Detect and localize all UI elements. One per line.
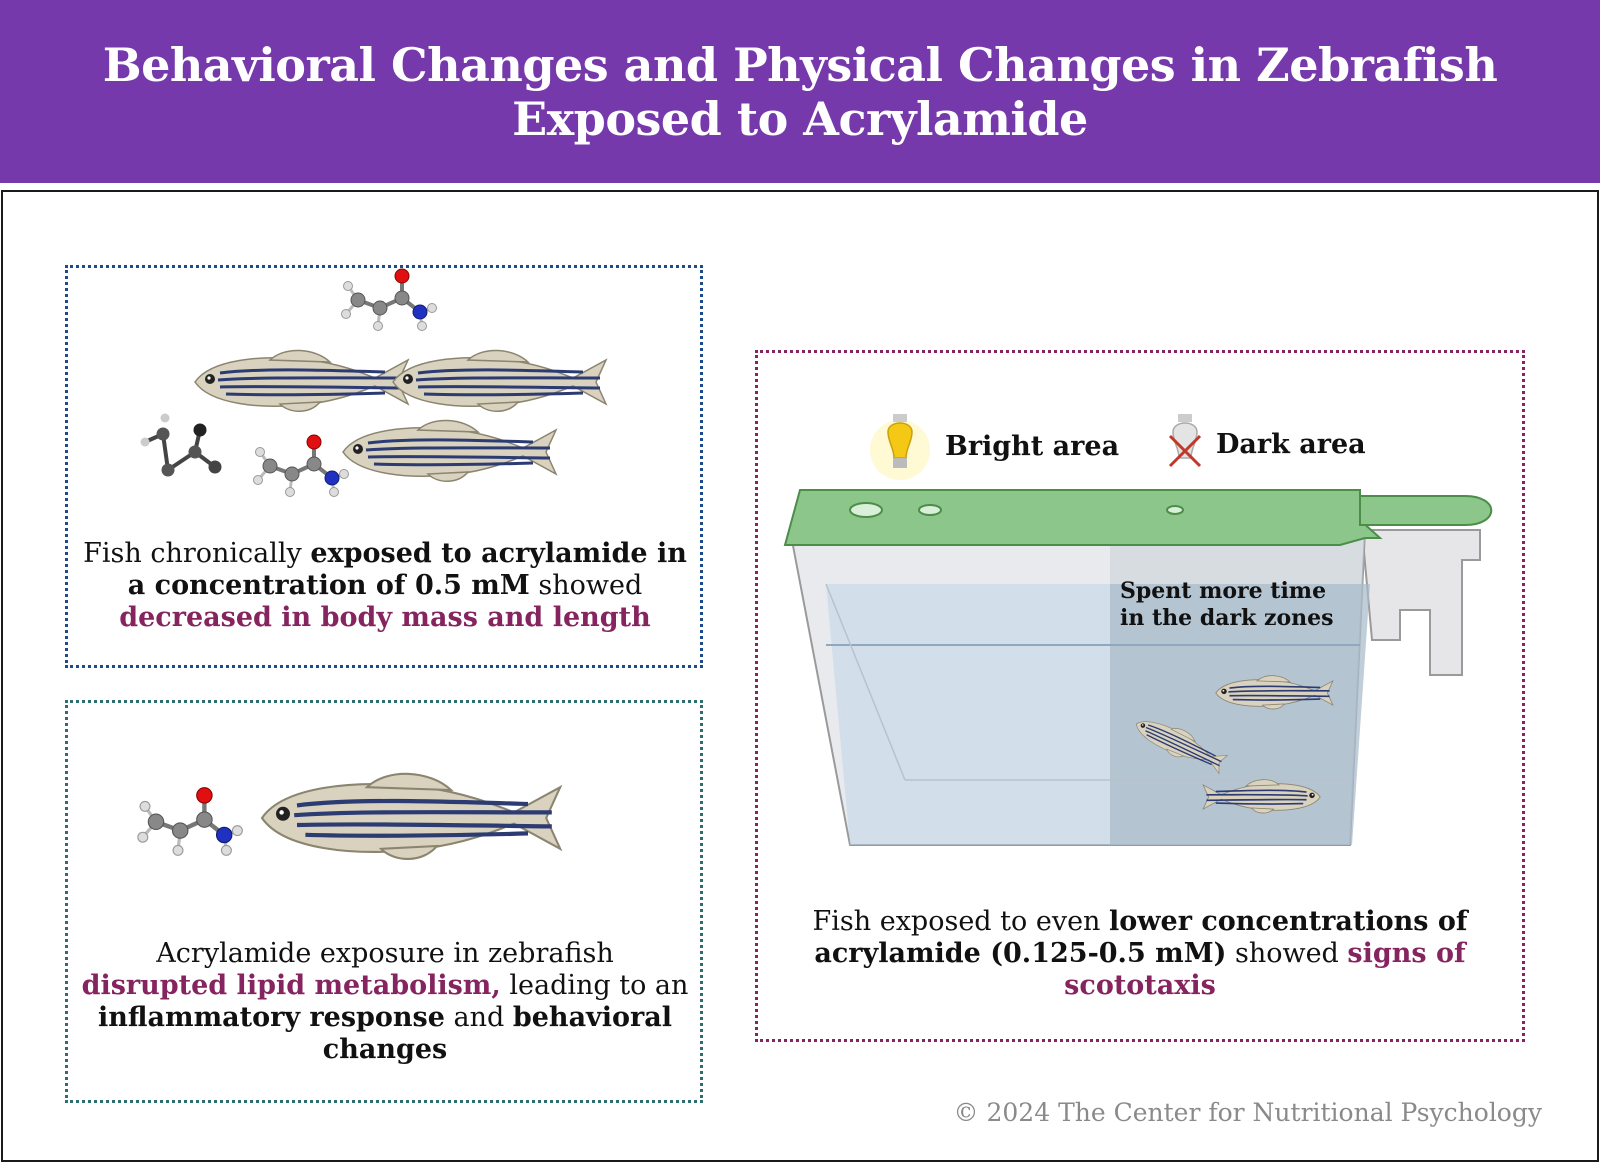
title-line-2: Exposed to Acrylamide — [512, 91, 1088, 146]
tank-note: Spent more time in the dark zones — [1120, 578, 1334, 631]
zebrafish-icon — [341, 418, 558, 483]
zebrafish-icon — [391, 348, 608, 413]
page-title: Behavioral Changes and Physical Changes … — [103, 38, 1498, 146]
panel-a-caption: Fish chronically exposed to acrylamide i… — [83, 538, 687, 633]
dark-area-label: Dark area — [1216, 429, 1366, 460]
copyright-text: © 2024 The Center for Nutritional Psycho… — [953, 1098, 1542, 1127]
acrylamide-molecule-icon — [339, 267, 439, 333]
panel-c-caption: Fish exposed to even lower concentration… — [812, 906, 1468, 1001]
acrylamide-molecule-icon — [251, 433, 351, 499]
panel-b-caption: Acrylamide exposure in zebrafish disrupt… — [81, 938, 689, 1065]
zebrafish-icon — [193, 348, 410, 413]
acrylamide-molecule-icon — [138, 788, 243, 856]
zebrafish-icon — [262, 774, 560, 859]
butadiene-molecule-icon — [140, 413, 222, 477]
fish-tank-icon — [783, 489, 1493, 846]
bright-area-label: Bright area — [945, 431, 1120, 462]
title-line-1: Behavioral Changes and Physical Changes … — [102, 37, 1498, 92]
lightbulb-off-icon — [1168, 414, 1202, 468]
lightbulb-on-icon — [870, 414, 930, 480]
panel-lipid-metabolism — [65, 700, 703, 1103]
header-banner: Behavioral Changes and Physical Changes … — [0, 0, 1600, 183]
